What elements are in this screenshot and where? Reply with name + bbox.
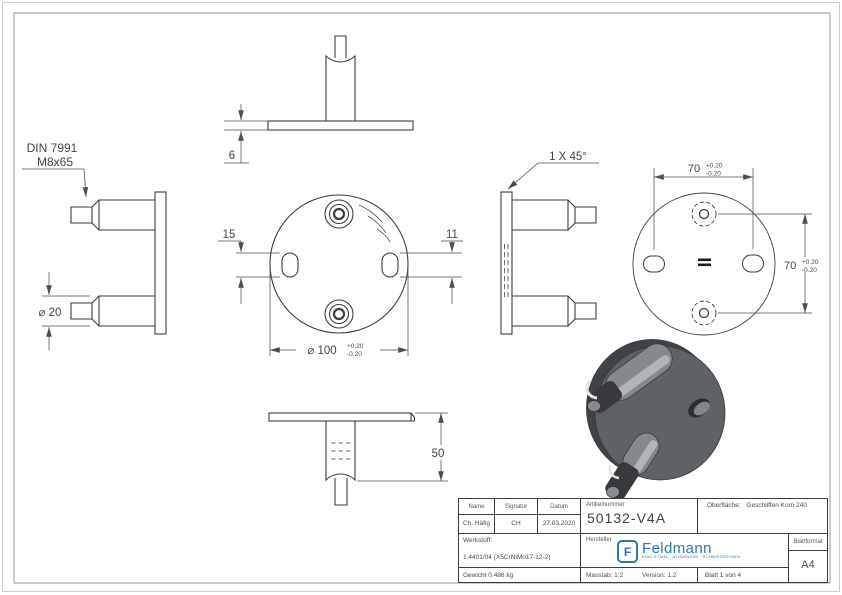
blattformat-label: Blattformat xyxy=(789,534,827,551)
hersteller-cell: Hersteller F Feldmann EDELSTAHL · ALUMIN… xyxy=(581,534,789,568)
din-callout-line1: DIN 7991 xyxy=(27,141,78,155)
artikelnummer-label: Artikelnummer xyxy=(586,502,625,508)
blattformat-value: A4 xyxy=(801,558,815,571)
iso-slot-hole xyxy=(688,398,710,418)
name-header: Name xyxy=(459,499,495,515)
laser-etch-mark xyxy=(698,258,711,267)
dim-70v-tol-minus: -0.20 xyxy=(802,267,817,274)
right-side-view xyxy=(500,191,597,335)
dim-slot-15 xyxy=(218,240,280,304)
version-value: Version: 1.2 xyxy=(642,572,677,579)
blattformat-cell: Blattformat A4 xyxy=(789,534,827,583)
dim-dia100-tol-minus: -0.20 xyxy=(347,351,362,358)
iso-top-stud xyxy=(585,343,673,413)
name-value: Ch. Häfig xyxy=(459,515,495,534)
dim-70h-label: 70 xyxy=(688,163,700,175)
din-callout-leader xyxy=(22,168,89,198)
werkstoff-label: Werkstoff: xyxy=(463,537,493,544)
signatur-value: CH xyxy=(495,515,538,534)
blatt-cell: Blatt 1 von 4 xyxy=(698,568,789,583)
hersteller-label: Hersteller xyxy=(586,537,612,543)
iso-bottom-stud xyxy=(605,432,660,500)
drawing-frame xyxy=(13,12,831,584)
bottom-profile-view xyxy=(268,412,416,506)
oberflaeche-value: Geschliffen Korn 240 xyxy=(746,502,808,509)
dim-15-label: 15 xyxy=(223,229,236,241)
artikelnummer-value: 50132-V4A xyxy=(587,510,667,526)
dim-dia100-tol-plus: +0.20 xyxy=(347,343,364,350)
dim-70v-text-bg xyxy=(782,257,826,272)
feldmann-logo-text: Feldmann xyxy=(642,539,712,557)
datum-header: Datum xyxy=(538,499,581,515)
oberflaeche-cell: Oberfläche: Geschliffen Korn 240 xyxy=(698,499,827,534)
dim-50-label: 50 xyxy=(432,448,445,460)
dim-11-label: 11 xyxy=(446,229,458,241)
dim-6-label: 6 xyxy=(229,150,235,162)
back-view xyxy=(632,192,776,336)
oberflaeche-label: Oberfläche: xyxy=(707,502,741,509)
massstab-cell: Masstab: 1:2 Version: 1.2 xyxy=(581,568,698,583)
feldmann-logo-tagline: EDELSTAHL · ALUMINIUM · SCHMIEDEEISEN xyxy=(642,554,741,559)
artikelnummer-cell: Artikelnummer 50132-V4A xyxy=(581,499,698,534)
dim-70v-tol-plus: +0.20 xyxy=(802,259,819,266)
dim-70v-label: 70 xyxy=(784,260,796,272)
feldmann-logo: F Feldmann EDELSTAHL · ALUMINIUM · SCHMI… xyxy=(617,540,839,563)
datum-value: 27.03.2020 xyxy=(538,515,581,534)
chamfer-label: 1 X 45° xyxy=(549,151,587,163)
dim-dia100-text-bg xyxy=(296,341,380,356)
grind-marks xyxy=(358,204,391,243)
massstab-value: Masstab: 1:2 xyxy=(586,572,624,579)
dim-slot-11 xyxy=(400,240,463,304)
gewicht-cell: Gewicht 0.486 kg xyxy=(459,568,581,583)
dim-70h-tol-minus: -0.20 xyxy=(706,171,721,178)
top-profile-view xyxy=(267,35,414,131)
feldmann-logo-mark: F xyxy=(617,540,638,563)
chamfer-leader xyxy=(507,162,599,190)
dim-70h-tol-plus: +0.20 xyxy=(706,163,723,170)
front-view xyxy=(269,194,409,334)
title-block: Name Signatur Datum Ch. Häfig CH 27.03.2… xyxy=(458,498,828,583)
signatur-header: Signatur xyxy=(495,499,538,515)
dim-dia20-label: ⌀ 20 xyxy=(39,307,62,319)
werkstoff-value: 1.4401/04 (X5CrNiMo17-12-2) xyxy=(463,553,551,561)
dim-plate-thickness xyxy=(224,104,268,164)
isometric-view xyxy=(585,339,726,500)
dim-pitch70-horizontal xyxy=(653,168,754,250)
werkstoff-cell: Werkstoff: 1.4401/04 (X5CrNiMo17-12-2) xyxy=(459,534,581,568)
din-callout-line2: M8x65 xyxy=(37,155,73,169)
dim-dia20 xyxy=(42,272,90,350)
dim-50-text-bg xyxy=(428,445,454,460)
dim-dia100-label: ⌀ 100 xyxy=(307,345,336,357)
left-side-view xyxy=(70,191,167,335)
